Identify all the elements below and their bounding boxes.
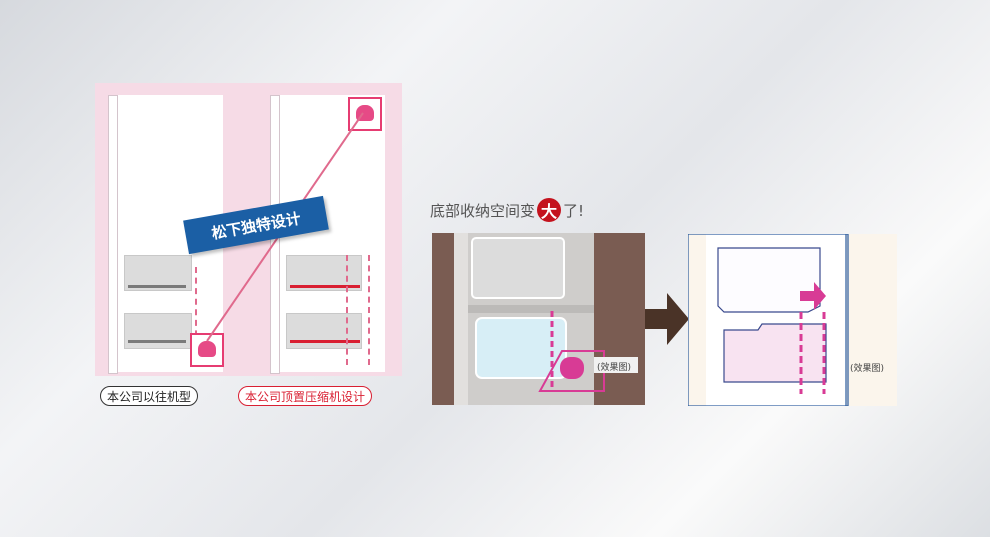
old-dashed-line <box>195 267 197 347</box>
effect-label-right: (效果图) <box>850 364 885 374</box>
new-dashed-line-2 <box>368 255 370 365</box>
compressor-shape <box>198 341 216 357</box>
fridge-comparison-illustration: 松下独特设计 <box>95 83 402 376</box>
fridge-interior-graphic <box>454 233 638 405</box>
heading-prefix: 底部收纳空间变 <box>430 201 536 220</box>
caption-new-design: 本公司顶置压缩机设计 <box>238 386 373 406</box>
big-right-arrow-icon <box>645 293 689 345</box>
new-drawer-bottom <box>286 313 362 349</box>
bottom-storage-photo: (效果图) <box>432 233 645 405</box>
caption-old-model: 本公司以往机型 <box>100 386 199 406</box>
red-arrow-top <box>290 285 360 288</box>
heading-suffix: 了! <box>563 201 585 220</box>
old-drawer-bottom <box>124 313 192 349</box>
red-arrow-bottom <box>290 340 360 343</box>
gray-arrow-bottom <box>128 340 186 343</box>
new-dashed-line-1 <box>346 255 348 365</box>
compressor-bottom-icon <box>190 333 224 367</box>
drawer-outline-graphic <box>687 233 849 407</box>
heading-big-badge: 大 <box>537 198 562 222</box>
gray-arrow-top <box>128 285 186 288</box>
effect-diagram: (效果图) <box>687 233 897 407</box>
effect-label-middle: (效果图) <box>597 363 632 373</box>
fridge-side-panel <box>108 95 118 374</box>
storage-heading: 底部收纳空间变 大 了! <box>430 198 584 222</box>
